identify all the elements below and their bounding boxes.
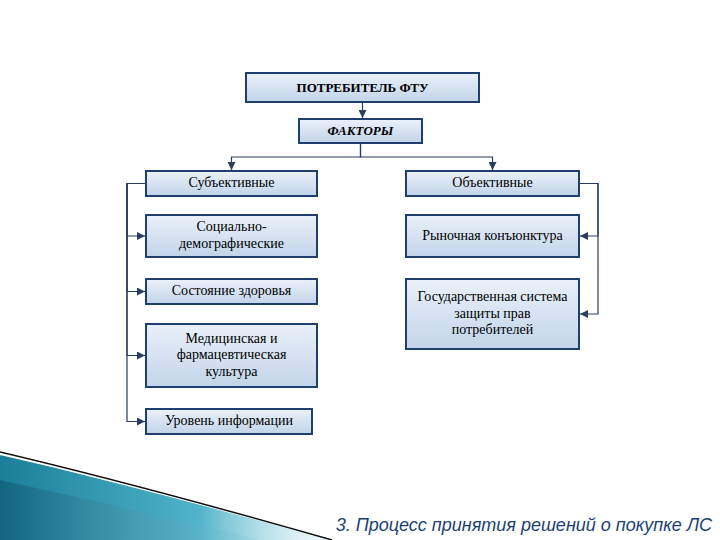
connector-arrow: [362, 103, 363, 118]
box-label: Субъективные: [189, 175, 275, 192]
swoosh-band: [0, 480, 260, 540]
process-box: Уровень информации: [145, 408, 313, 435]
box-label: Медицинская и фармацевтическая культура: [152, 331, 311, 381]
swoosh-band: [0, 455, 330, 540]
connector-arrow: [127, 184, 145, 422]
box-label: ПОТРЕБИТЕЛЬ ФТУ: [297, 80, 429, 95]
connector-arrow: [580, 184, 598, 315]
connector-arrow: [127, 184, 145, 237]
process-box: ФАКТОРЫ: [298, 118, 423, 144]
process-box: ПОТРЕБИТЕЛЬ ФТУ: [245, 72, 480, 103]
box-label: Объективные: [452, 175, 532, 192]
box-label: ФАКТОРЫ: [328, 123, 394, 138]
connector-arrow: [361, 144, 493, 170]
process-box: Состояние здоровья: [145, 278, 318, 305]
box-label: Социально-демографические: [152, 219, 311, 252]
process-box: Субъективные: [145, 170, 318, 197]
box-label: Состояние здоровья: [172, 283, 292, 300]
box-label: Рыночная конъюнктура: [422, 228, 563, 245]
process-box: Государственная система защиты прав потр…: [405, 278, 580, 350]
connector-arrow: [127, 184, 145, 292]
box-label: Уровень информации: [165, 413, 293, 430]
connector-arrow: [127, 184, 145, 356]
process-box: Объективные: [405, 170, 580, 197]
connector-arrow: [232, 144, 361, 170]
process-box: Рыночная конъюнктура: [405, 214, 580, 258]
process-box: Социально-демографические: [145, 214, 318, 258]
slide-caption: 3. Процесс принятия решений о покупке ЛС: [336, 515, 712, 536]
box-label: Государственная система защиты прав потр…: [412, 289, 573, 339]
connector-arrow: [580, 184, 598, 237]
swoosh-line: [0, 452, 332, 540]
process-box: Медицинская и фармацевтическая культура: [145, 323, 318, 388]
